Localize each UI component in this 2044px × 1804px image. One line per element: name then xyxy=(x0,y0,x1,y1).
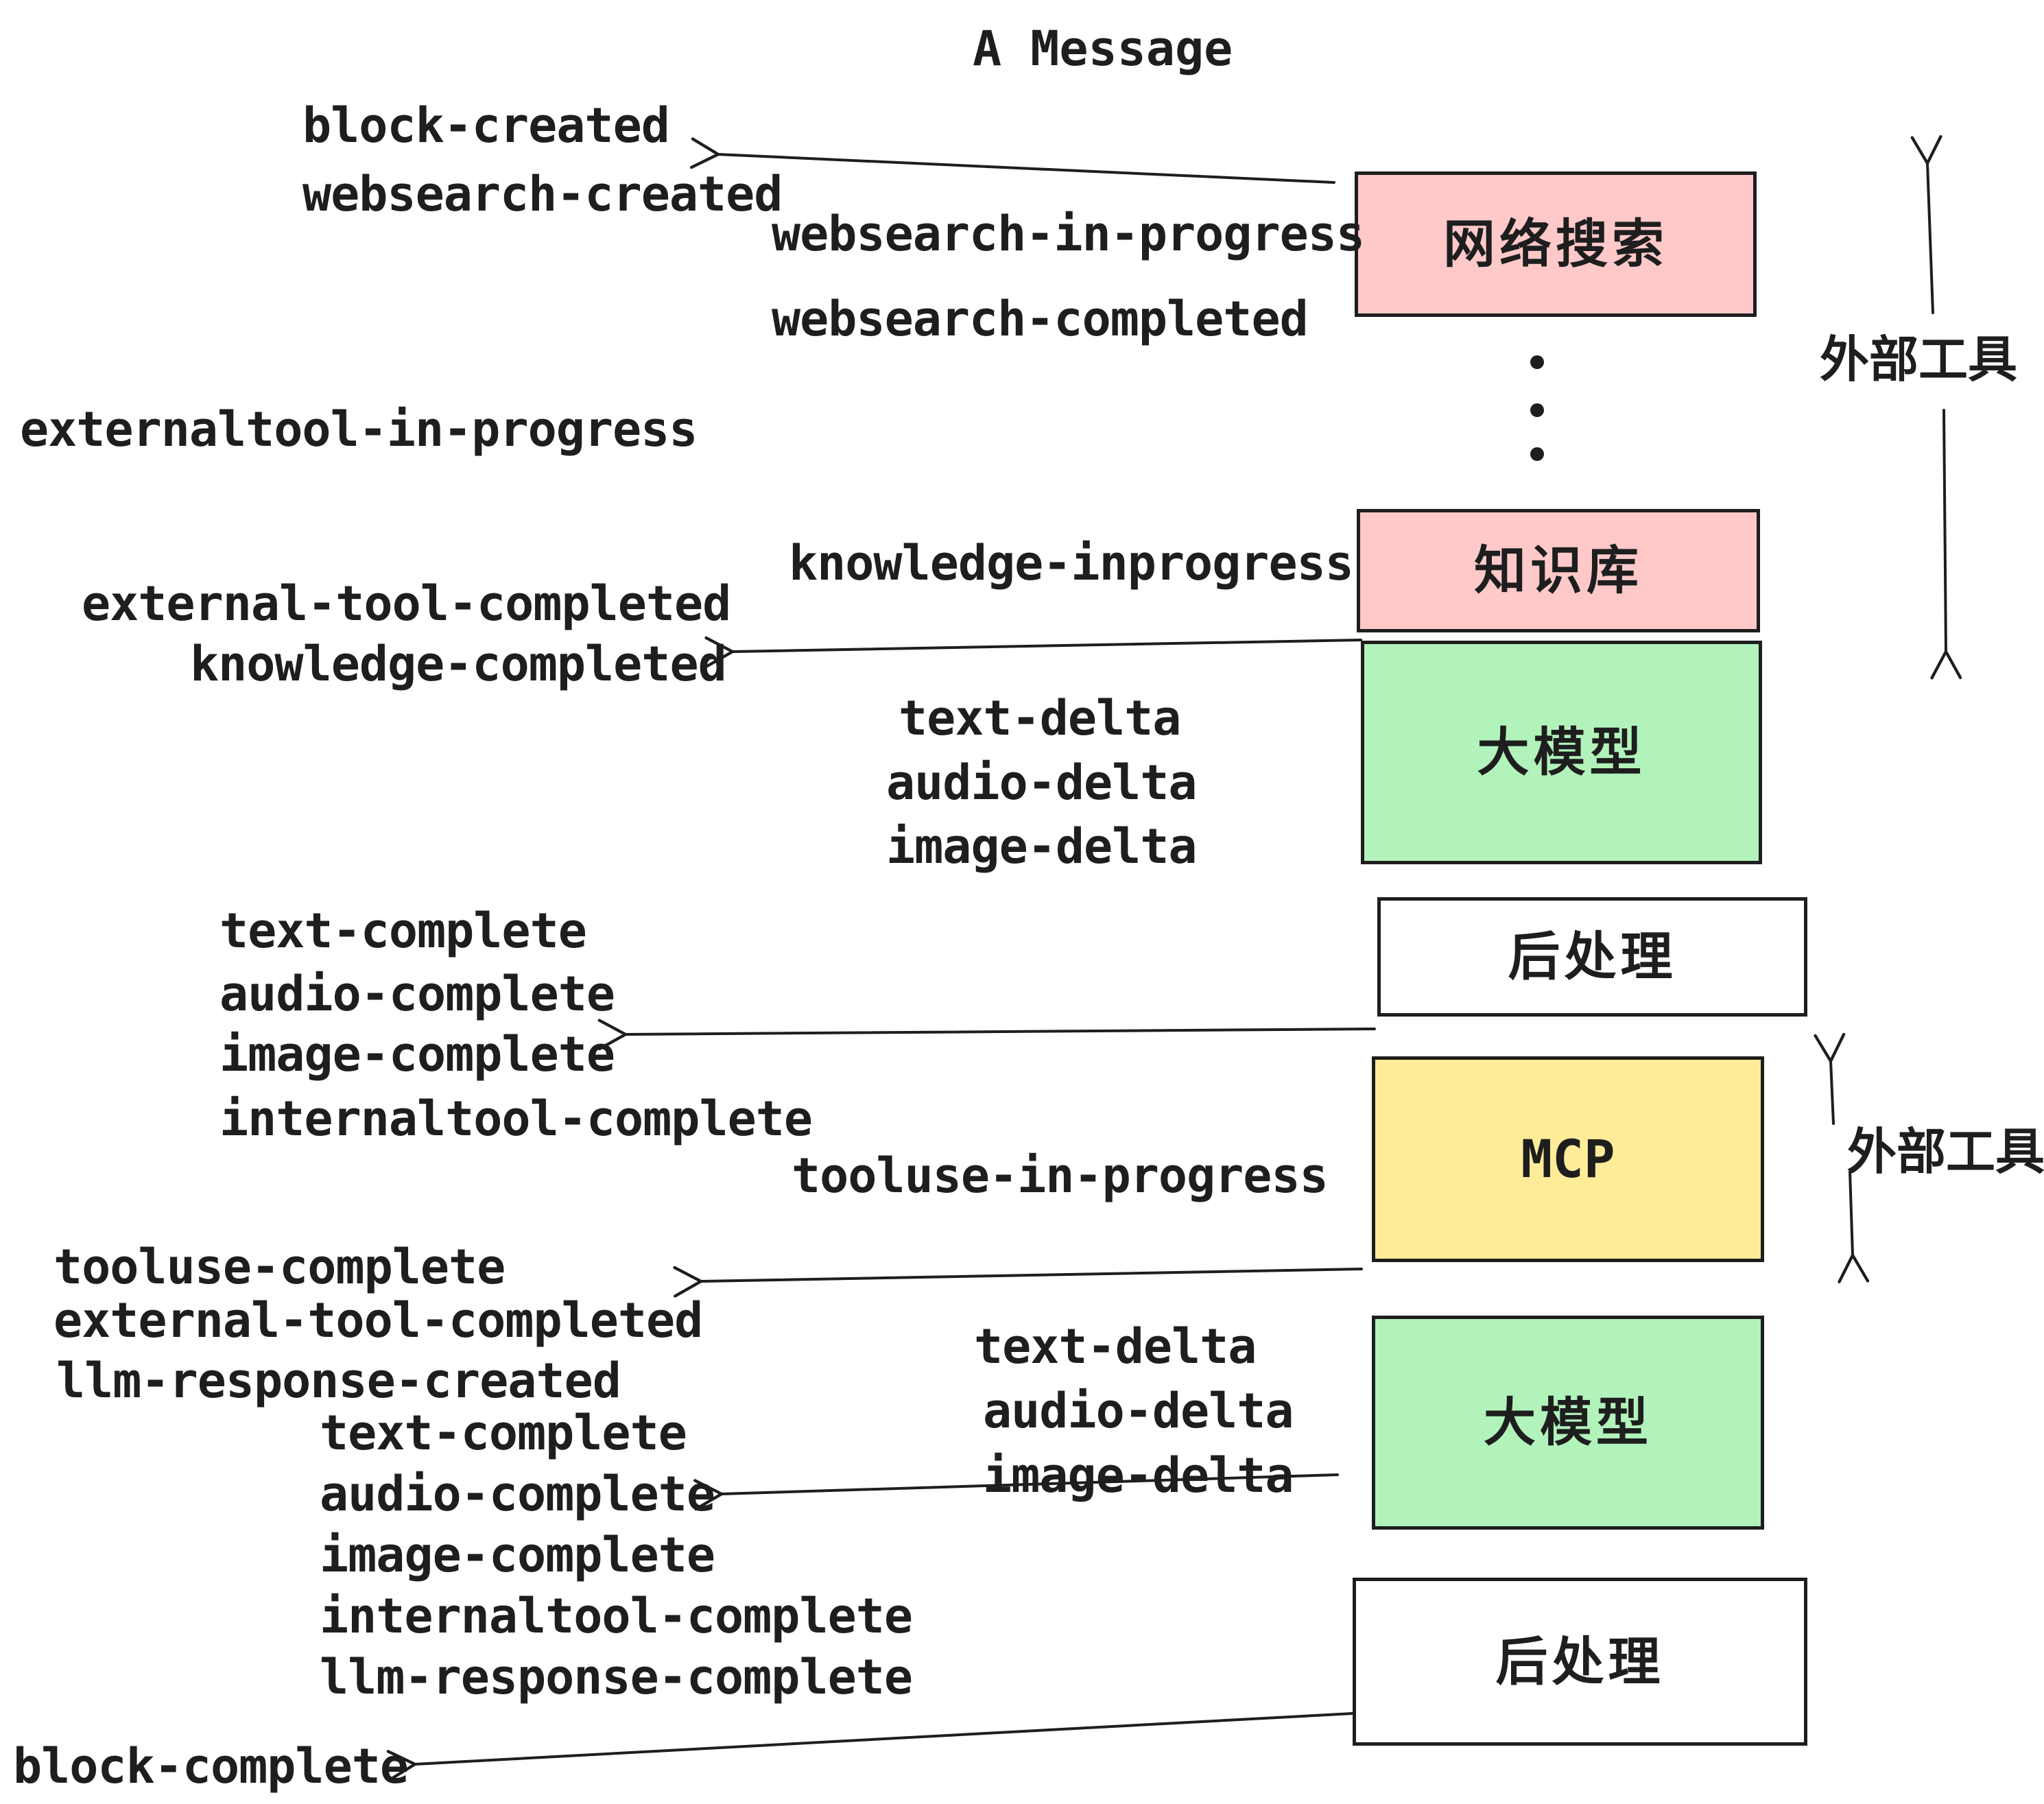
arrow xyxy=(689,137,1335,184)
arrow xyxy=(673,1266,1363,1298)
ellipsis-dot xyxy=(1530,403,1544,417)
event-label: text-delta xyxy=(899,690,1181,746)
arrow xyxy=(704,636,1362,668)
event-label: externaltool-in-progress xyxy=(20,401,698,458)
box-llm-2: 大模型 xyxy=(1372,1316,1764,1530)
event-label: websearch-completed xyxy=(772,291,1309,347)
arrow xyxy=(597,1019,1376,1051)
event-label: image-delta xyxy=(886,818,1198,875)
event-label: audio-complete xyxy=(320,1466,715,1522)
event-label: external-tool-completed xyxy=(54,1292,703,1349)
box-label-llm-2: 大模型 xyxy=(1484,1392,1652,1453)
box-mcp: MCP xyxy=(1372,1056,1764,1262)
arrow xyxy=(1930,409,1962,680)
event-label: audio-delta xyxy=(886,755,1198,811)
box-label-mcp: MCP xyxy=(1521,1128,1615,1189)
event-label: image-complete xyxy=(320,1527,715,1583)
side-label-external-tools: 外部工具 xyxy=(1820,331,2018,388)
event-label: tooluse-in-progress xyxy=(792,1148,1329,1204)
event-label: text-delta xyxy=(974,1318,1257,1375)
ellipsis-dot xyxy=(1530,447,1544,461)
diagram-title: A Message xyxy=(973,21,1233,77)
event-label: block-complete xyxy=(13,1738,409,1794)
side-label-external-tools: 外部工具 xyxy=(1847,1123,2044,1180)
event-label: external-tool-completed xyxy=(82,575,731,632)
box-knowledge: 知识库 xyxy=(1357,509,1760,632)
arrow xyxy=(386,1712,1354,1781)
event-label: internaltool-complete xyxy=(320,1588,913,1644)
event-label: block-created xyxy=(302,97,670,154)
box-websearch: 网络搜索 xyxy=(1355,171,1757,317)
box-label-knowledge: 知识库 xyxy=(1474,540,1643,601)
event-label: image-complete xyxy=(219,1026,615,1082)
box-post-1: 后处理 xyxy=(1377,897,1807,1017)
event-label: llm-response-complete xyxy=(320,1649,913,1705)
box-label-post-1: 后处理 xyxy=(1508,926,1677,987)
event-label: internaltool-complete xyxy=(219,1091,813,1147)
box-label-websearch: 网络搜索 xyxy=(1443,213,1668,274)
event-label: knowledge-completed xyxy=(190,636,727,692)
box-label-post-2: 后处理 xyxy=(1495,1630,1665,1692)
box-label-llm-1: 大模型 xyxy=(1477,722,1646,783)
event-label: audio-delta xyxy=(983,1383,1294,1439)
box-llm-1: 大模型 xyxy=(1361,641,1762,864)
event-label: websearch-in-progress xyxy=(772,206,1365,262)
event-label: tooluse-complete xyxy=(54,1239,506,1295)
ellipsis-dot xyxy=(1530,355,1544,369)
event-label: text-complete xyxy=(320,1405,687,1461)
event-label: llm-response-created xyxy=(56,1353,621,1409)
box-post-2: 后处理 xyxy=(1353,1578,1807,1746)
arrow xyxy=(1814,1032,1846,1125)
arrow xyxy=(1838,1170,1870,1283)
arrow xyxy=(1910,134,1942,314)
event-label: knowledge-inprogress xyxy=(789,535,1354,591)
event-label: audio-complete xyxy=(219,966,615,1022)
event-label: websearch-created xyxy=(302,166,783,222)
event-label: text-complete xyxy=(219,903,587,959)
event-label: image-delta xyxy=(983,1447,1294,1504)
